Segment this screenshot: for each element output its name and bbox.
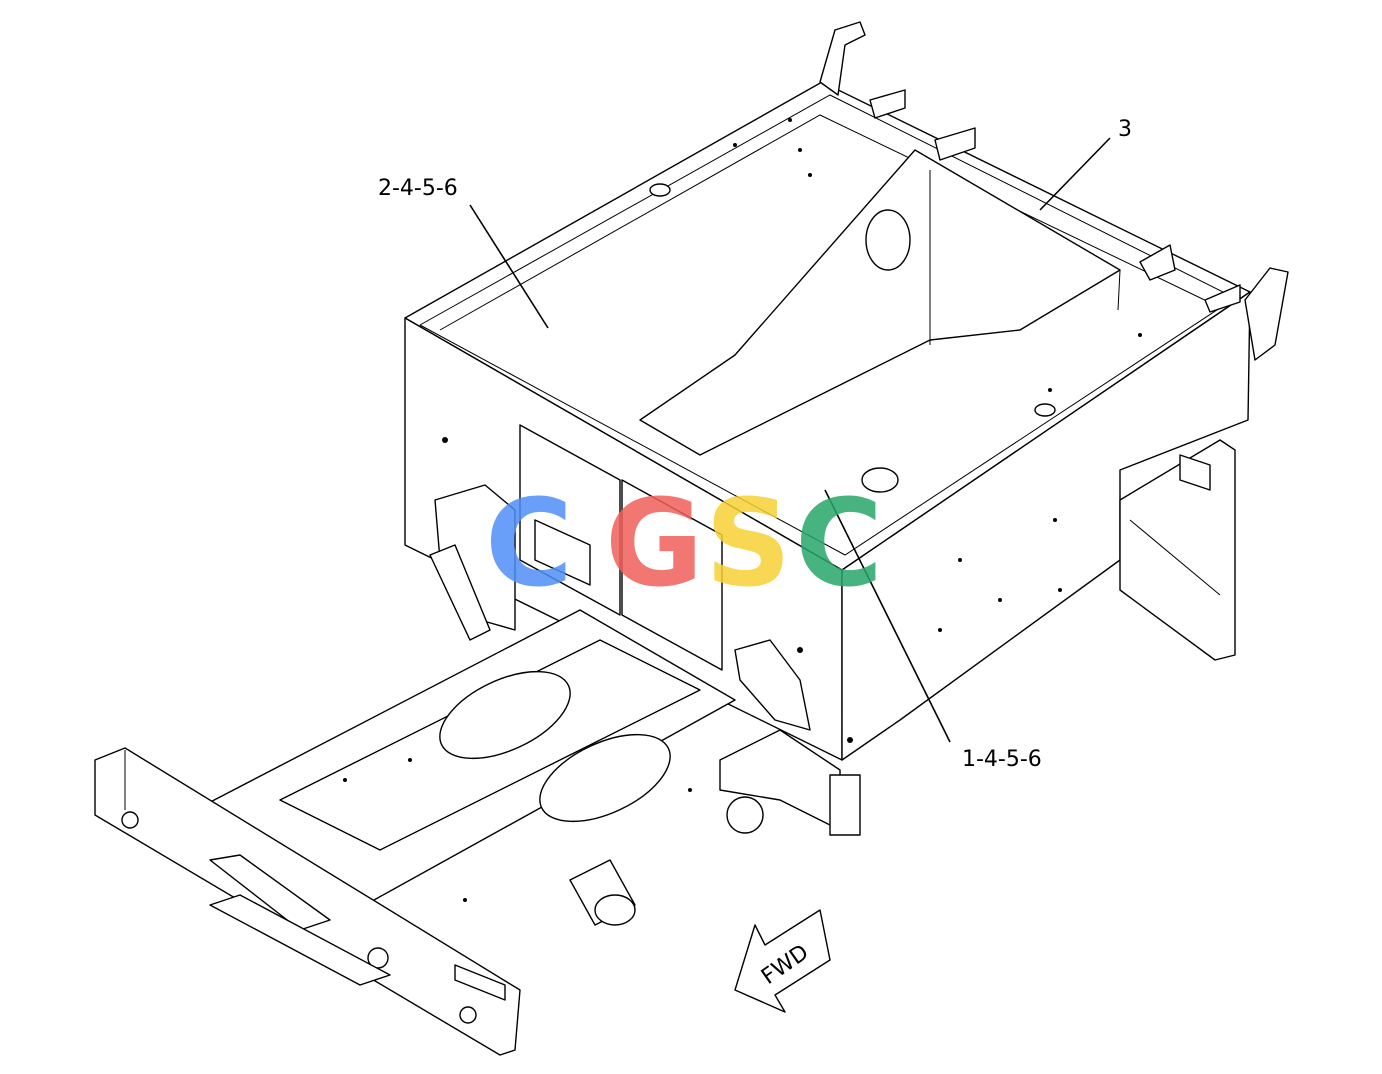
front-crossbeam bbox=[94, 747, 521, 1056]
watermark-letter-3: S bbox=[705, 475, 791, 614]
leader-line-3 bbox=[1039, 137, 1111, 211]
callout-2-4-5-6: 2-4-5-6 bbox=[378, 176, 458, 201]
callout-3: 3 bbox=[1118, 117, 1132, 142]
watermark-letter-1: C bbox=[485, 475, 573, 614]
lower-frame bbox=[194, 609, 861, 926]
front-openings bbox=[519, 424, 723, 671]
rear-brackets bbox=[819, 21, 1289, 361]
forward-direction-arrow: FWD bbox=[734, 909, 831, 1013]
left-side-details bbox=[429, 484, 811, 731]
leader-lines bbox=[469, 137, 1111, 743]
callout-1-4-5-6: 1-4-5-6 bbox=[962, 747, 1042, 772]
watermark-letter-4: C bbox=[795, 475, 883, 614]
hole-markings bbox=[343, 118, 1142, 902]
watermark-letter-2: G bbox=[605, 475, 704, 614]
right-side-panel bbox=[1119, 439, 1236, 661]
cgsc-watermark: C G S C bbox=[485, 475, 883, 614]
leader-line-1-4-5-6 bbox=[824, 489, 951, 743]
leader-line-2-4-5-6 bbox=[469, 204, 549, 329]
